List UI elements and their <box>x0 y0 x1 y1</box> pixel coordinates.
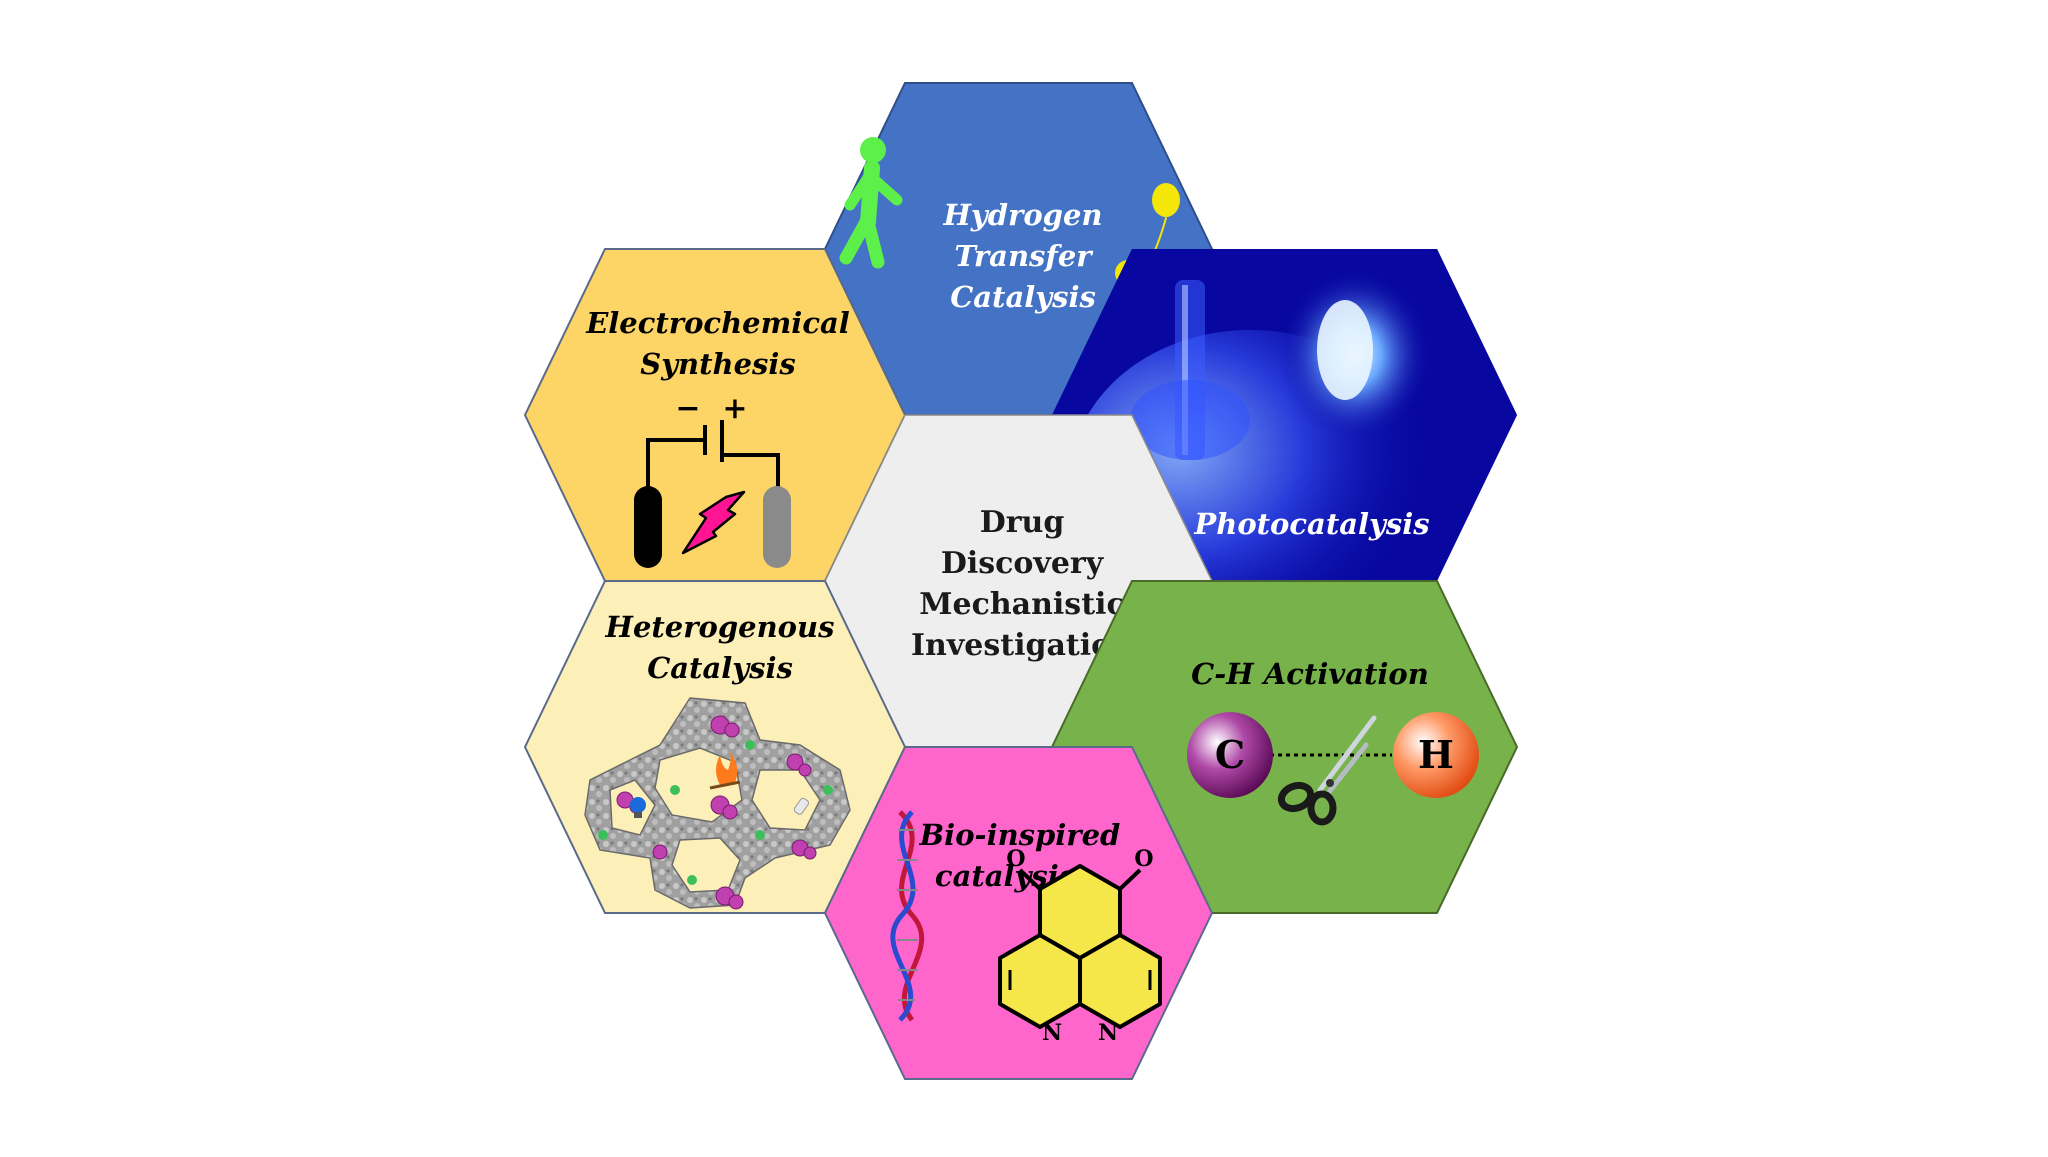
battery-plus-sign: + <box>722 391 747 426</box>
oxygen-label: O <box>1006 846 1025 872</box>
center-label-line: Drug <box>980 505 1065 540</box>
hex-heterogenous-label: Heterogenous Catalysis <box>605 610 835 685</box>
scissors-icon <box>1277 715 1377 826</box>
center-label-line: Mechanistic <box>919 587 1124 622</box>
carbon-atom-icon: C <box>1187 712 1273 798</box>
lightbulb-icon <box>630 797 646 818</box>
phenanthroline-dione-molecule-icon <box>998 864 1162 1029</box>
hex-electrochemical-line: Electrochemical <box>585 306 850 340</box>
bottle-icon <box>793 797 810 815</box>
hex-bio-inspired: Bio-inspired catalysis O O N <box>823 746 1214 1080</box>
hex-photocatalysis-label: Photocatalysis <box>1193 507 1429 541</box>
flame-icon <box>709 752 741 790</box>
oxygen-label: O <box>1134 846 1153 872</box>
hex-heterogenous: Heterogenous Catalysis <box>523 580 907 914</box>
hex-hydrogen-transfer-line: Hydrogen <box>943 198 1103 232</box>
hex-bio-inspired-shape <box>823 746 1214 1080</box>
lightning-bolt-icon <box>681 490 746 555</box>
center-label-line: Discovery <box>941 546 1105 581</box>
hydrogen-atom-label: H <box>1418 732 1454 777</box>
hex-bio-inspired-line: Bio-inspired <box>919 818 1121 852</box>
gray-electrode-icon <box>763 486 791 568</box>
hex-heterogenous-line: Heterogenous <box>605 610 835 644</box>
battery-minus-sign: − <box>675 391 700 426</box>
dna-helix-icon <box>890 810 925 1022</box>
hex-electrochemical-line: Synthesis <box>640 347 795 381</box>
walking-person-icon <box>839 137 903 269</box>
nitrogen-label: N <box>1042 1020 1062 1046</box>
hex-hydrogen-transfer-label: Hydrogen Transfer Catalysis <box>943 198 1103 314</box>
hex-ch-activation-label: C-H Activation <box>1191 657 1429 691</box>
hex-hydrogen-transfer-line: Catalysis <box>950 280 1096 314</box>
hydrogen-atom-icon: H <box>1393 712 1479 798</box>
black-electrode-icon <box>634 486 662 568</box>
hex-electrochemical-label: Electrochemical Synthesis <box>585 306 850 381</box>
nitrogen-label: N <box>1098 1020 1118 1046</box>
hex-electrochemical: Electrochemical Synthesis − + <box>523 248 907 582</box>
carbon-atom-label: C <box>1215 732 1245 777</box>
battery-circuit-icon <box>646 420 780 505</box>
hex-heterogenous-line: Catalysis <box>647 651 793 685</box>
hex-hydrogen-transfer-line: Transfer <box>954 239 1094 273</box>
